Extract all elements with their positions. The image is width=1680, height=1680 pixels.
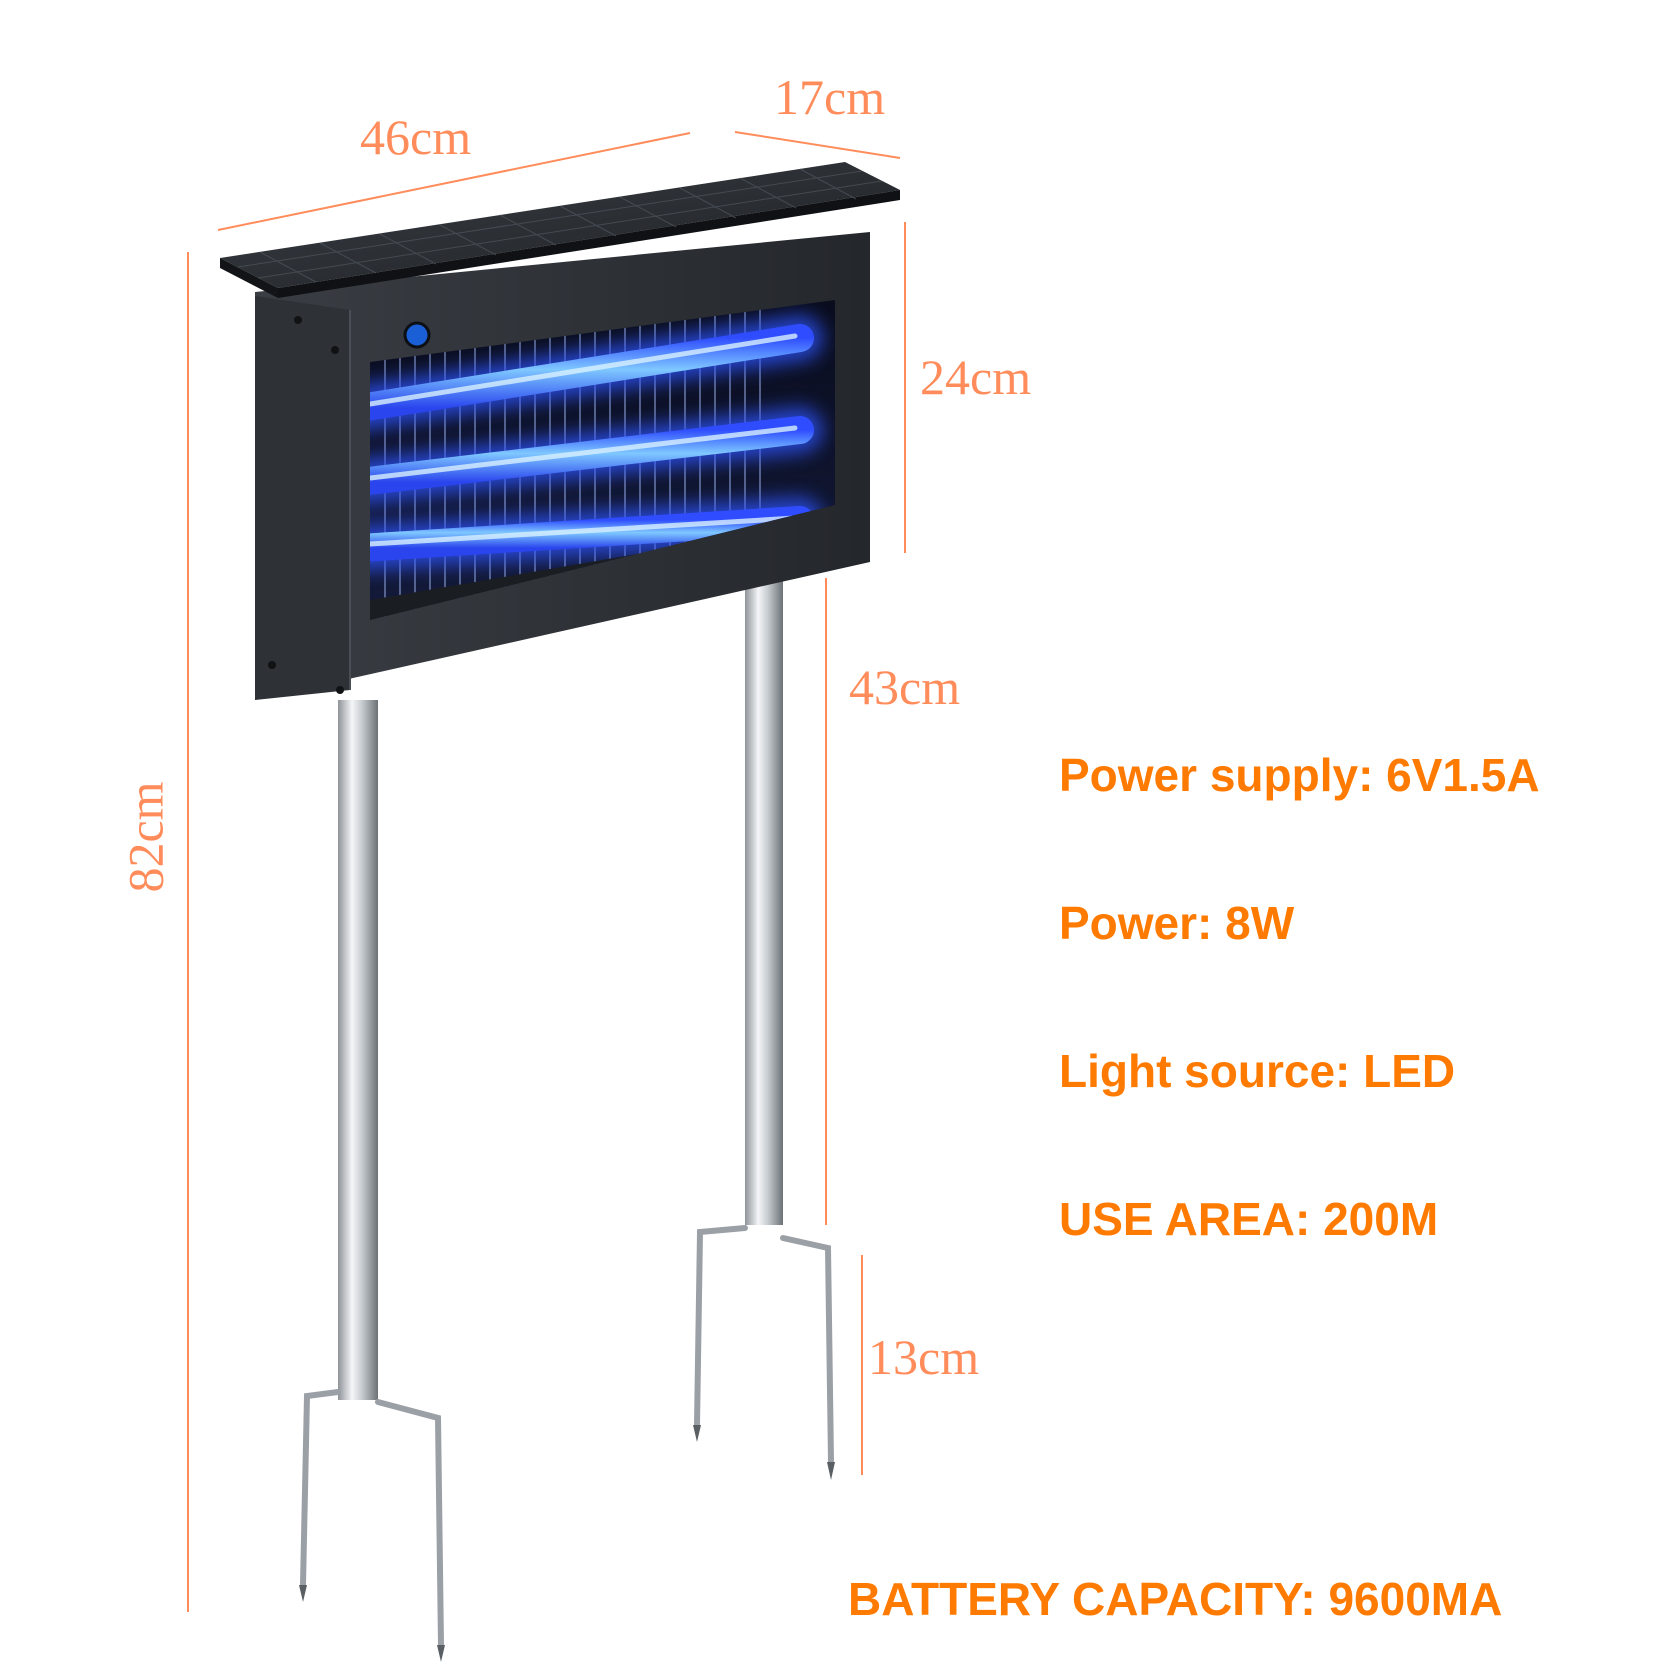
spec-use-area: USE AREA: 200M [1059,1193,1439,1245]
box-height-dimension-label: 24cm [920,349,1032,405]
width-dimension-label: 46cm [360,109,472,165]
pole-height-dimension-label: 43cm [849,659,961,715]
spec-power-supply: Power supply: 6V1.5A [1059,749,1540,801]
total-height-dimension-label: 82cm [117,781,174,893]
spec-light-source: Light source: LED [1059,1045,1456,1097]
spec-power: Power: 8W [1059,897,1295,949]
stake-height-dimension-label: 13cm [868,1329,980,1385]
dimension-lines [187,131,906,1612]
spec-battery-capacity: BATTERY CAPACITY: 9600MA [848,1573,1503,1625]
depth-dimension-label: 17cm [774,69,886,125]
